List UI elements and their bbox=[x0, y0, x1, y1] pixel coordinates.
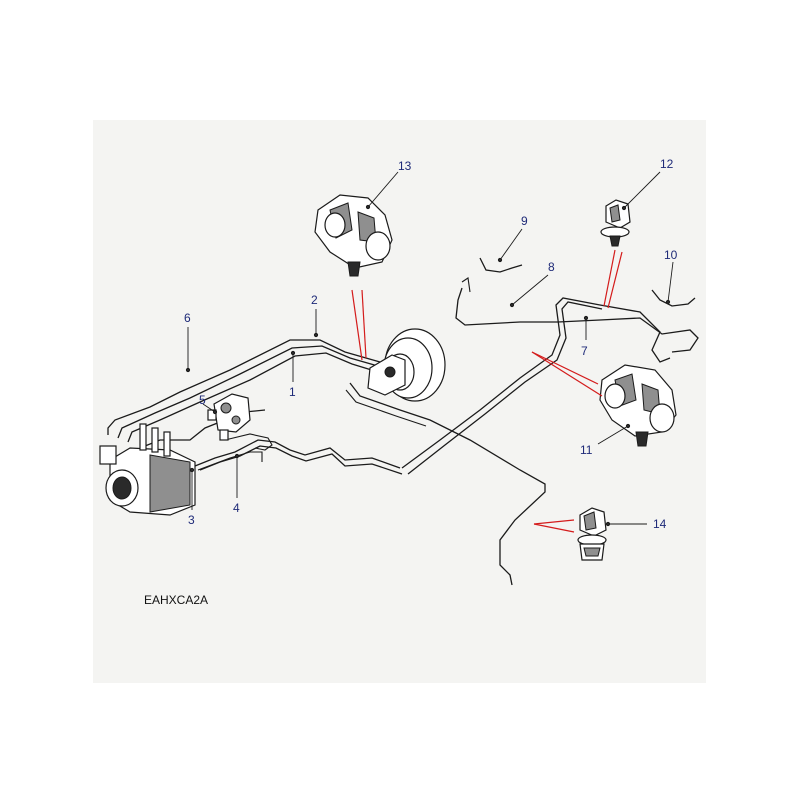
pipe-lower-a bbox=[194, 439, 401, 469]
pipe-diagonal-a bbox=[401, 297, 671, 469]
callout-3: 3 bbox=[188, 513, 195, 527]
callout-9: 9 bbox=[521, 214, 528, 228]
pipe-8 bbox=[455, 287, 699, 353]
callout-11: 11 bbox=[580, 443, 593, 457]
callout-4: 4 bbox=[233, 501, 240, 515]
pipe-diagonal-b bbox=[407, 301, 603, 475]
clip-13 bbox=[314, 194, 393, 277]
pipe-1 bbox=[127, 352, 389, 443]
abs-modulator bbox=[99, 423, 196, 516]
pipe-6 bbox=[107, 339, 381, 435]
callout-12: 12 bbox=[660, 157, 674, 171]
pipe-1-rear-run-b bbox=[345, 389, 427, 427]
callout-6: 6 bbox=[184, 311, 191, 325]
callout-14: 14 bbox=[653, 517, 667, 531]
callout-13: 13 bbox=[398, 159, 412, 173]
callout-10: 10 bbox=[664, 248, 678, 262]
callout-2: 2 bbox=[311, 293, 318, 307]
callout-8: 8 bbox=[548, 260, 555, 274]
pipe-1-rear-run bbox=[349, 382, 546, 586]
callout-labels: 1 2 3 4 5 6 7 8 9 10 11 12 13 14 bbox=[184, 157, 678, 531]
pipe-lower-b bbox=[199, 445, 403, 475]
brake-booster bbox=[367, 328, 446, 402]
pipe-4 bbox=[197, 451, 263, 471]
pipe-routing bbox=[107, 257, 699, 586]
reference-code: EAHXCA2A bbox=[144, 593, 208, 607]
callout-7: 7 bbox=[581, 344, 588, 358]
pipe-9 bbox=[479, 257, 523, 273]
pressure-valve bbox=[207, 393, 251, 441]
clip-14 bbox=[577, 507, 607, 561]
callout-5: 5 bbox=[199, 393, 206, 407]
pipe-8-end bbox=[461, 277, 471, 293]
pipe-10 bbox=[651, 289, 696, 307]
clip-11 bbox=[599, 364, 677, 447]
pipe-4-loop bbox=[224, 433, 273, 451]
clip-indicators bbox=[351, 249, 623, 533]
pipe-2 bbox=[117, 345, 386, 439]
leader-lines bbox=[185, 171, 674, 527]
callout-1: 1 bbox=[289, 385, 296, 399]
